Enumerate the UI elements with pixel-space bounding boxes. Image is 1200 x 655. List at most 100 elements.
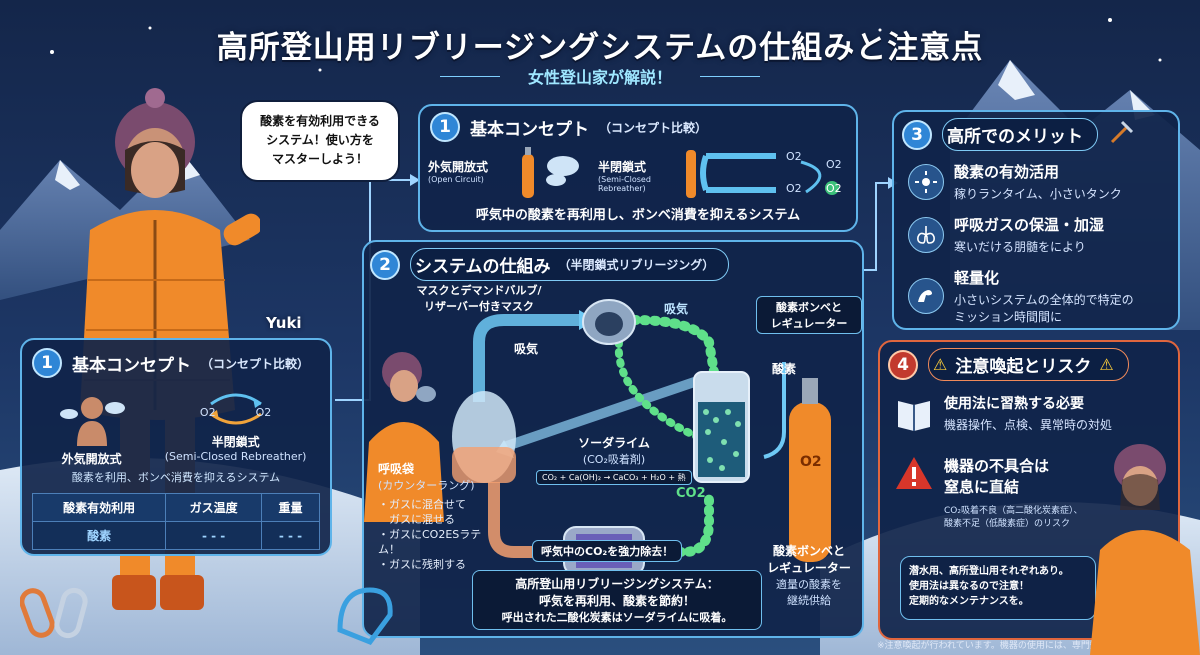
semi-closed-label: 半閉鎖式 <box>211 435 260 449</box>
mask-label: マスクとデマンドバルブ/ リザーバー付きマスク <box>394 282 564 314</box>
tank-sub-line: 継続供給 <box>787 594 831 607</box>
panel-title-small: （半閉鎖式リブリージング） <box>558 258 715 272</box>
o2-label: O2 <box>826 158 842 171</box>
panel-title-small: （コンセプト比較） <box>201 356 310 371</box>
concept-description: 酸素を利用、ボンベ消費を抑えるシステム <box>71 471 281 484</box>
semi-closed-block: O2 O2 半閉鎖式 (Semi-Closed Rebreather) <box>151 386 320 467</box>
inhale-label-2: 吸気 <box>664 302 689 316</box>
warning-title: 使用法に習熟する必要 <box>944 396 1084 412</box>
table-header-row: 酸素有効利用 ガス温度 重量 <box>31 493 321 522</box>
o2-label-a: O2 <box>199 406 216 419</box>
panel-title: 基本コンセプト <box>72 355 191 376</box>
maintenance-callout: 潜水用、高所登山用それぞれあり。 使用法は異なるので注意！ 定期的なメンテナンス… <box>900 556 1096 620</box>
summary-line: 高所登山用リブリージングシステム： <box>515 577 719 591</box>
benefit-sub: 寒いだける朋髄をにより <box>954 240 1086 254</box>
tank-label-top: 酸素ボンベと レギュレーター <box>756 296 862 334</box>
panel-basic-concept-left: 1 基本コンセプト （コンセプト比較） 外気開放式 O2 O2 <box>20 338 332 556</box>
panel-basic-concept-top: 1 基本コンセプト （コンセプト比較） 外気開放式 (Open Circuit)… <box>418 104 858 232</box>
character-name: Yuki <box>266 314 302 332</box>
benefit-title: 酸素の有効活用 <box>954 163 1060 181</box>
list-item: ガスに混せる <box>378 513 455 526</box>
open-circuit-label: 外気開放式 <box>61 452 122 466</box>
cycle-arrows-icon <box>209 393 262 425</box>
table-header-cell: 重量 <box>260 493 321 522</box>
summary-box: 高所登山用リブリージングシステム： 呼気を再利用、酸素を節約！ 呼出された二酸化… <box>472 570 762 630</box>
panel-number: 3 <box>902 119 932 150</box>
footer-note: ※注意喚起が行われています。機器の使用には、専門知識と訓練が必要です。 <box>876 641 1188 651</box>
callout-line: 使用法は異なるので注意！ <box>909 581 1029 592</box>
open-circuit-label-en: (Open Circuit) <box>428 175 484 184</box>
callout-line: 定期的なメンテナンスを。 <box>909 596 1029 607</box>
warning-icon: ⚠ <box>1099 355 1114 374</box>
o2-label: O2 <box>786 150 802 163</box>
tank-sub-line: 適量の酸素を <box>776 578 842 591</box>
callout-line: 潜水用、高所登山用それぞれあり。 <box>909 566 1069 577</box>
lungs-icon <box>908 216 944 253</box>
semi-closed-label-en: (Semi-Closed Rebreather) <box>598 175 651 193</box>
tank-label-bottom: 酸素ボンベと レギュレーター 適量の酸素を 継続供給 <box>756 542 862 608</box>
oxygen-label: 酸素 <box>772 362 797 376</box>
warning-sub: 機器操作、点検、異常時の対処 <box>944 418 1113 432</box>
table-cell: - - - <box>165 521 262 550</box>
co2-label: CO2 <box>676 486 706 501</box>
panel-title-tag: システムの仕組み （半閉鎖式リブリージング） <box>410 248 730 281</box>
benefit-sub-2: ミッション時間間に <box>954 310 1063 324</box>
summary-line: 呼気を再利用、酸素を節約！ <box>538 594 695 608</box>
rebreather-cycle-icon <box>686 150 839 198</box>
panel-title-tag: ⚠ 注意喚起とリスク ⚠ <box>928 348 1129 381</box>
warning-item: 機器の不具合は 窒息に直結 CO₂吸着不良（高二酸化炭素症）、 酸素不足（低酸素… <box>894 455 1170 529</box>
o2-label: O2 <box>786 182 802 195</box>
carabiner-icon <box>20 587 88 639</box>
panel-number: 1 <box>32 348 62 378</box>
panel-number: 4 <box>888 349 918 380</box>
inhale-label: 吸気 <box>514 342 539 356</box>
panel-title: 基本コンセプト <box>470 119 589 140</box>
warning-sub-line: 酸素不足（低酸素症）のリスク <box>944 519 1071 529</box>
page-title: 高所登山用リブリージングシステムの仕組みと注意点 <box>216 30 984 66</box>
panel-title: システムの仕組み <box>415 257 551 277</box>
rebreather-diagram <box>364 299 831 576</box>
co2-removal-label: 呼気中のCO₂を強力除去！ <box>532 540 683 562</box>
open-circuit-block: 外気開放式 <box>32 386 151 467</box>
semi-closed-block: 半閉鎖式 (Semi-Closed Rebreather) <box>598 158 698 193</box>
speech-line-2: システム！使い方を <box>266 133 374 147</box>
panel-title-small: （コンセプト比較） <box>599 120 708 135</box>
concept-description: 呼気中の酸素を再利用し、ボンベ消費を抑えるシステム <box>475 208 801 223</box>
page-subtitle: 女性登山家が解説！ <box>439 64 761 88</box>
arm-icon <box>908 278 944 314</box>
warning-title-line: 機器の不具合は <box>944 457 1050 475</box>
benefit-item: 酸素の有効活用 稼りランタイム、小さいタンク <box>908 161 1168 202</box>
panel-number: 2 <box>370 249 400 280</box>
chemical-formula: CO₂ + Ca(OH)₂ → CaCO₃ + H₂O + 熱 <box>536 470 692 485</box>
table-header-cell: ガス温度 <box>165 493 262 522</box>
table-cell: - - - <box>260 521 321 550</box>
tank-label-line: レギュレーター <box>767 561 851 575</box>
counter-lung-block: 呼吸袋 (カウンターラング) ・ガスに混合せて ガスに混せる ・ガスにCO2ES… <box>378 460 488 572</box>
open-circuit-block: 外気開放式 (Open Circuit) <box>428 158 520 184</box>
counter-lung-label: 呼吸袋 <box>378 462 415 476</box>
benefit-item: 軽量化 小さいシステムの全体的で特定の ミッション時間間に <box>908 267 1168 325</box>
benefit-sub: 稼りランタイム、小さいタンク <box>954 187 1122 201</box>
carabiner-icon-2 <box>337 587 393 646</box>
sodalime-label: ソーダライム <box>578 436 650 450</box>
counter-lung-sub: (カウンターラング) <box>378 479 475 492</box>
tank-o2-mark: O2 <box>800 454 822 470</box>
table-row: 酸素 - - - - - - <box>31 521 321 550</box>
table-header-cell: 酸素有効利用 <box>31 493 167 522</box>
o2-label-b: O2 <box>255 406 272 419</box>
panel-title: 注意喚起とリスク <box>955 357 1092 377</box>
sodalime-sub: (CO₂吸着剤) <box>582 453 646 466</box>
alert-triangle-icon <box>894 455 934 495</box>
manual-book-icon <box>894 393 934 437</box>
panel-number: 1 <box>430 112 460 142</box>
panel-system-mechanism: 2 システムの仕組み （半閉鎖式リブリージング） <box>362 240 864 638</box>
semi-closed-label-en: (Semi-Closed Rebreather) <box>164 450 307 463</box>
tank-label-line: 酸素ボンベと <box>776 301 842 314</box>
open-circuit-label: 外気開放式 <box>428 160 489 174</box>
panel-title: 高所でのメリット <box>947 127 1083 147</box>
table-cell: 酸素 <box>31 521 167 550</box>
sodalime-block: ソーダライム (CO₂吸着剤) <box>539 434 689 467</box>
benefit-title: 呼吸ガスの保温・加湿 <box>954 216 1105 234</box>
comparison-table: 酸素有効利用 ガス温度 重量 酸素 - - - - - - <box>31 493 321 550</box>
speech-bubble: 酸素を有効利用できる システム！使い方を マスターしよう！ <box>240 100 400 182</box>
